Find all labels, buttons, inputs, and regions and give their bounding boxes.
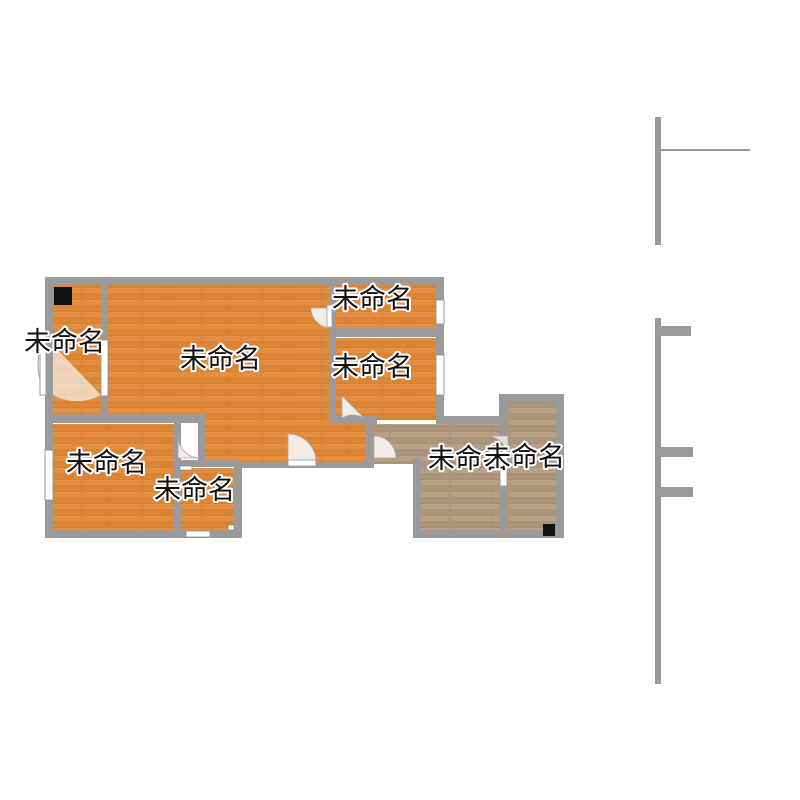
wall-narrow-top: [500, 394, 562, 402]
wall-mid-right-bottom: [329, 416, 377, 424]
window-narrow-divider: [499, 449, 508, 487]
right-wall-tab-3: [655, 487, 693, 497]
room-label-mid-right: 未命名: [332, 352, 413, 383]
column-bottom-right: [543, 524, 555, 536]
window-mid-right: [435, 354, 445, 396]
door-grey-entry: [373, 435, 397, 459]
wall-narrow-right: [556, 394, 564, 538]
door-mid-right: [341, 395, 365, 419]
wall-bath-right: [234, 462, 242, 538]
door-bedroom: [177, 435, 201, 459]
window-left-strip: [100, 339, 109, 397]
windows: [44, 299, 508, 538]
floor-bottom-left: [52, 424, 176, 530]
room-label-bottom-left: 未命名: [66, 448, 147, 479]
column-top-left: [54, 287, 72, 305]
window-bath-bottom: [185, 530, 211, 538]
wall-step-top: [436, 416, 502, 424]
wall-grey-bottom: [413, 530, 563, 538]
wall-left: [45, 277, 53, 537]
wall-small-top-bottom: [329, 328, 439, 337]
door-bath-mark: [179, 465, 193, 471]
right-wall-lines: [655, 117, 750, 684]
floor-main-hall-lower: [200, 419, 370, 462]
room-label-small-top: 未命名: [332, 284, 413, 315]
right-wall-upper-arm: [658, 149, 750, 151]
floor-grey-narrow: [508, 400, 556, 530]
wall-room-divider: [329, 284, 336, 424]
door-small-top-leaf: [326, 304, 333, 328]
door-entry-leaf: [39, 334, 47, 396]
floor-grey-big: [420, 424, 500, 530]
right-wall-tab-2: [655, 447, 693, 457]
floors: [52, 284, 556, 530]
wall-top: [45, 277, 443, 285]
window-bedroom-left: [44, 449, 54, 501]
room-label-grey-big: 未命名: [428, 444, 509, 475]
wall-bottom-left: [45, 530, 241, 538]
right-wall-lower: [655, 318, 661, 684]
bath-fixture-mark: [227, 524, 235, 531]
wall-hall-inner: [198, 414, 205, 462]
wall-entry-post: [366, 416, 374, 468]
floor-main-hall: [108, 284, 330, 419]
floor-bath: [180, 468, 236, 530]
room-label-bath: 未命名: [154, 475, 235, 506]
wall-bedroom-right: [174, 423, 181, 538]
room-label-grey-narrow: 未命名: [484, 442, 565, 473]
wall-right-upper: [436, 277, 444, 422]
floor-small-top: [336, 284, 436, 328]
door-hall-bottom-leaf: [287, 459, 317, 467]
right-wall-upper: [655, 117, 661, 245]
room-label-main-hall: 未命名: [180, 344, 261, 375]
doors: [37, 304, 509, 531]
door-small-top: [310, 307, 332, 329]
wall-bath-top: [174, 460, 238, 467]
right-wall-tab-1: [655, 326, 691, 336]
room-label-left-strip: 未命名: [24, 327, 105, 358]
wall-left-strip-bottom: [45, 414, 205, 423]
door-narrow: [485, 435, 509, 459]
wall-grey-left: [413, 458, 421, 538]
room-labels: 未命名 未命名 未命名 未命名 未命名 未命名 未命名 未命名: [22, 282, 567, 508]
window-small-top: [435, 299, 445, 325]
door-left-strip: [53, 345, 101, 402]
